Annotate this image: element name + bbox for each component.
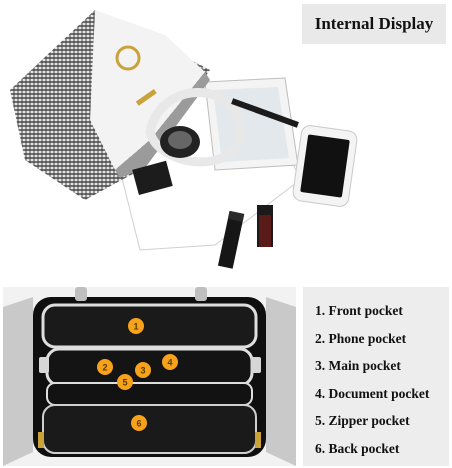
pocket-legend-list: 1. Front pocket 2. Phone pocket 3. Main … <box>303 287 449 463</box>
svg-text:5: 5 <box>122 378 127 388</box>
marker-2: 2 <box>97 359 113 375</box>
marker-3: 3 <box>135 362 151 378</box>
svg-text:1: 1 <box>133 322 138 332</box>
svg-text:4: 4 <box>167 358 172 368</box>
back-compartment <box>42 404 257 454</box>
internal-display-title: Internal Display <box>302 4 446 44</box>
handbag-contents-photo <box>10 10 358 269</box>
legend-item-zipper-pocket: 5. Zipper pocket <box>315 413 410 429</box>
marker-6: 6 <box>131 415 147 431</box>
legend-item-phone-pocket: 2. Phone pocket <box>315 330 407 346</box>
svg-text:2: 2 <box>102 363 107 373</box>
lipstick-left <box>217 210 245 269</box>
front-pocket-compartment <box>41 303 258 349</box>
legend-item-back-pocket: 6. Back pocket <box>315 440 400 456</box>
marker-4: 4 <box>162 354 178 370</box>
wallet <box>132 160 173 195</box>
zipper-compartment <box>46 382 253 406</box>
marker-1: 1 <box>128 318 144 334</box>
pocket-legend: 1. Front pocket 2. Phone pocket 3. Main … <box>303 287 449 466</box>
lipstick-right <box>257 205 273 247</box>
legend-item-front-pocket: 1. Front pocket <box>315 303 403 318</box>
handbag-interior-photo: 1 2 3 4 5 6 <box>3 287 296 466</box>
legend-item-main-pocket: 3. Main pocket <box>315 358 401 374</box>
svg-text:6: 6 <box>136 419 141 429</box>
legend-item-document-pocket: 4. Document pocket <box>315 385 430 401</box>
svg-text:3: 3 <box>140 366 145 376</box>
marker-5: 5 <box>117 374 133 390</box>
gold-charm <box>115 45 141 71</box>
